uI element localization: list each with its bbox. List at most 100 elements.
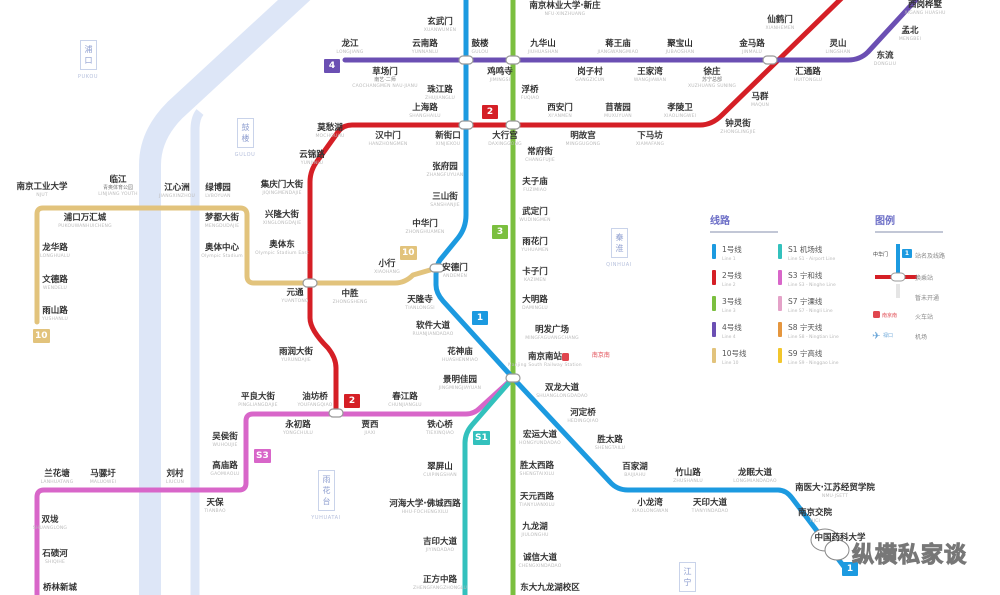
badge-line-s3[interactable]: S3	[254, 449, 271, 463]
interchange-youfangqiao[interactable]	[328, 408, 344, 418]
interchange-yuantong[interactable]	[302, 278, 318, 288]
interchange-xinjiekou[interactable]	[458, 120, 474, 130]
badge-line-2[interactable]: 2	[344, 394, 360, 408]
station-label[interactable]: 中国药科大学	[814, 534, 865, 543]
station-label[interactable]: 桥林新城	[43, 584, 77, 593]
interchange-daxinggong[interactable]	[505, 120, 521, 130]
badge-line-2[interactable]: 2	[482, 105, 498, 119]
badge-line-1[interactable]: 1	[842, 562, 858, 576]
badge-line-s1[interactable]: S1	[473, 431, 490, 445]
badge-line-10[interactable]: 10	[400, 246, 417, 260]
badge-line-3[interactable]: 3	[492, 225, 508, 239]
interchange-gulou[interactable]	[458, 55, 474, 65]
interchange-jimingsi[interactable]	[505, 55, 521, 65]
station-label[interactable]: 东大九龙湖校区	[520, 584, 580, 593]
interchange-andemen[interactable]	[429, 263, 445, 273]
badge-line-10[interactable]: 10	[33, 329, 50, 343]
badge-line-4[interactable]: 4	[324, 59, 340, 73]
interchange-nanjing-south[interactable]	[505, 373, 521, 383]
interchange-jinmalu[interactable]	[762, 55, 778, 65]
